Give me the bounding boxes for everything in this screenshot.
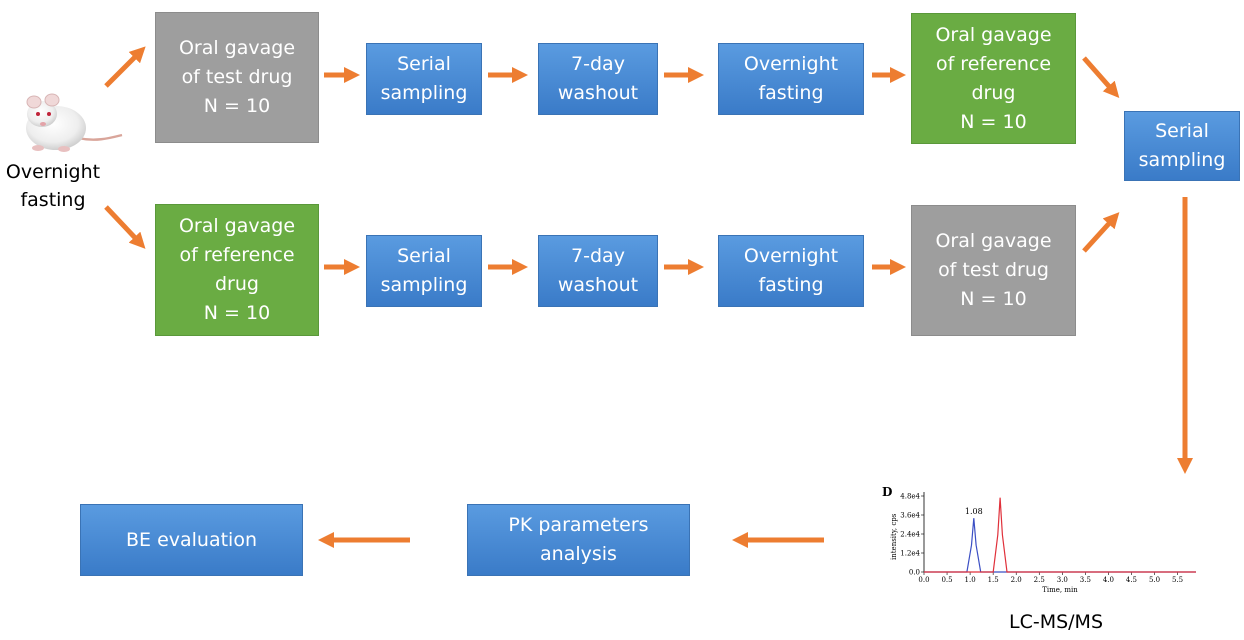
chrom-xtick-label: 0.5 bbox=[941, 576, 952, 584]
chrom-xlabel: Time, min bbox=[1042, 586, 1078, 594]
arrow-start-to-bottom bbox=[104, 205, 146, 249]
chrom-xtick-label: 5.5 bbox=[1172, 576, 1183, 584]
bottom-reference-drug-box: Oral gavage of reference drug N = 10 bbox=[155, 204, 319, 336]
top-serial-sampling-box: Serial sampling bbox=[366, 43, 482, 115]
chrom-xtick-label: 1.5 bbox=[988, 576, 999, 584]
be-evaluation-box: BE evaluation bbox=[80, 504, 303, 576]
chrom-peak-label: 1.08 bbox=[965, 507, 983, 516]
chrom-ytick-label: 3.6e4 bbox=[900, 512, 920, 520]
top-reference-drug-box: Oral gavage of reference drug N = 10 bbox=[911, 13, 1076, 144]
chrom-ytick-label: 0.0 bbox=[909, 569, 920, 577]
top-test-drug-box: Oral gavage of test drug N = 10 bbox=[155, 12, 319, 143]
top-washout-box: 7-day washout bbox=[538, 43, 658, 115]
arrow-start-to-top bbox=[104, 46, 146, 88]
chrom-xtick-label: 4.0 bbox=[1103, 576, 1114, 584]
chrom-xtick-label: 0.0 bbox=[918, 576, 929, 584]
chrom-ytick-label: 1.2e4 bbox=[900, 550, 920, 558]
start-label: Overnight fasting bbox=[5, 161, 101, 211]
pk-analysis-box: PK parameters analysis bbox=[467, 504, 690, 576]
chrom-xtick-label: 2.0 bbox=[1011, 576, 1022, 584]
chrom-ytick-label: 2.4e4 bbox=[900, 531, 920, 539]
lcms-chromatogram: D intensity, cps 0.0 1.2e4 2.4e4 3.6e4 4.8e4… bbox=[882, 485, 1196, 594]
arrow-top-to-final bbox=[1082, 56, 1120, 98]
bottom-fasting-box: Overnight fasting bbox=[718, 235, 864, 307]
chrom-xtick-label: 1.0 bbox=[965, 576, 976, 584]
bottom-serial-sampling-box: Serial sampling bbox=[366, 235, 482, 307]
chrom-xtick-label: 4.5 bbox=[1126, 576, 1137, 584]
chrom-xtick-label: 2.5 bbox=[1034, 576, 1045, 584]
panel-letter: D bbox=[882, 485, 892, 499]
arrow-bottom-to-final bbox=[1082, 212, 1120, 253]
chrom-xtick-label: 5.0 bbox=[1149, 576, 1160, 584]
chrom-series-blue bbox=[924, 518, 1196, 573]
chrom-series-red bbox=[924, 497, 1196, 573]
bottom-test-drug-box: Oral gavage of test drug N = 10 bbox=[911, 205, 1076, 336]
final-serial-sampling-box: Serial sampling bbox=[1124, 111, 1240, 181]
top-fasting-box: Overnight fasting bbox=[718, 43, 864, 115]
chrom-xtick-label: 3.0 bbox=[1057, 576, 1068, 584]
chrom-yticks: 0.0 1.2e4 2.4e4 3.6e4 4.8e4 bbox=[900, 493, 924, 577]
chrom-ylabel: intensity, cps bbox=[890, 513, 898, 560]
lcms-caption: LC-MS/MS bbox=[1008, 611, 1104, 633]
bottom-washout-box: 7-day washout bbox=[538, 235, 658, 307]
chrom-xtick-label: 3.5 bbox=[1080, 576, 1091, 584]
chrom-ytick-label: 4.8e4 bbox=[900, 493, 920, 501]
rat-image bbox=[26, 93, 123, 152]
chrom-xticks: 0.0 0.5 1.0 1.5 2.0 2.5 3.0 3.5 4.0 4.5 5.0 5.5 bbox=[918, 572, 1183, 584]
